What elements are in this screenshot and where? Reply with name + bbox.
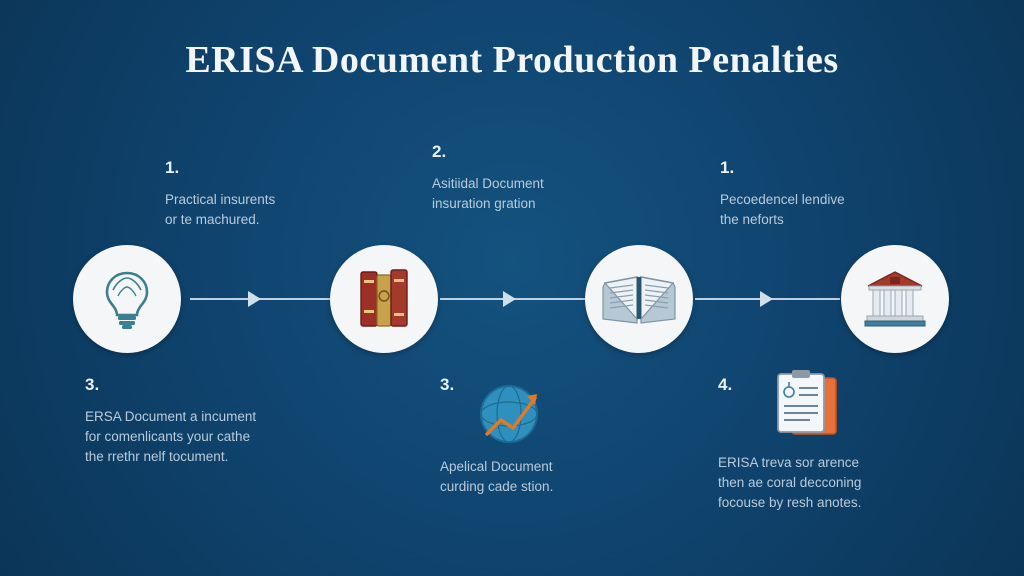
caption-bottom-1-line-3: the rrethr nelf tocument. bbox=[85, 449, 229, 464]
arrowhead-3 bbox=[760, 291, 773, 307]
caption-bottom-3: 4. ERISA treva sor arence then ae coral … bbox=[718, 375, 948, 513]
caption-top-3-line-1: Pecoedencel lendive bbox=[720, 192, 845, 207]
caption-top-3-line-2: the neforts bbox=[720, 212, 784, 227]
books-icon bbox=[353, 266, 415, 332]
caption-top-1-number: 1. bbox=[165, 158, 180, 177]
caption-bottom-2-number: 3. bbox=[440, 375, 455, 394]
caption-bottom-1-number: 3. bbox=[85, 375, 100, 394]
caption-top-2-line-2: insuration gration bbox=[432, 196, 536, 211]
caption-bottom-2-line-2: curding cade stion. bbox=[440, 479, 554, 494]
globe-chart-icon bbox=[475, 372, 557, 455]
caption-top-3-number: 1. bbox=[720, 158, 735, 177]
caption-bottom-1-line-2: for comenlicants your cathe bbox=[85, 429, 251, 444]
caption-bottom-3-line-1: ERISA treva sor arence bbox=[718, 455, 860, 470]
caption-top-2-line-1: Asitiidal Document bbox=[432, 176, 544, 191]
caption-bottom-2: 3. Apelical Document curding cade stion. bbox=[440, 375, 640, 497]
caption-top-1-line-2: or te machured. bbox=[165, 212, 260, 227]
arrowhead-2 bbox=[503, 291, 516, 307]
flow-node-3[interactable] bbox=[585, 245, 693, 353]
courthouse-icon bbox=[862, 269, 928, 329]
caption-bottom-3-number: 4. bbox=[718, 375, 733, 394]
flow-node-2[interactable] bbox=[330, 245, 438, 353]
flow-node-4[interactable] bbox=[841, 245, 949, 353]
clipboard-icon bbox=[768, 368, 848, 451]
caption-bottom-1-line-1: ERSA Document a incument bbox=[85, 409, 257, 424]
caption-bottom-1: 3. ERSA Document a incument for comenlic… bbox=[85, 375, 335, 467]
caption-top-1: 1. Practical insurents or te machured. bbox=[165, 158, 355, 230]
arrowhead-1 bbox=[248, 291, 261, 307]
caption-bottom-3-line-3: focouse by resh anotes. bbox=[718, 495, 862, 510]
caption-top-3: 1. Pecoedencel lendive the neforts bbox=[720, 158, 920, 230]
caption-top-1-line-1: Practical insurents bbox=[165, 192, 276, 207]
flow-node-1[interactable] bbox=[73, 245, 181, 353]
caption-bottom-3-line-2: then ae coral decconing bbox=[718, 475, 862, 490]
lightbulb-icon bbox=[99, 268, 155, 330]
caption-top-2: 2. Asitiidal Document insuration gration bbox=[432, 142, 632, 214]
open-book-icon bbox=[601, 271, 677, 327]
page-title: ERISA Document Production Penalties bbox=[185, 39, 839, 81]
caption-bottom-2-line-1: Apelical Document bbox=[440, 459, 553, 474]
caption-top-2-number: 2. bbox=[432, 142, 447, 161]
